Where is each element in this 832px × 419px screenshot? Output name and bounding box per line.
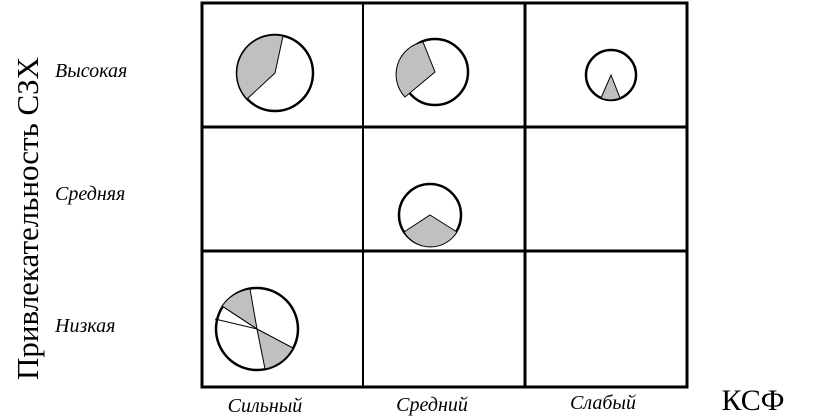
grid-frame	[200, 1, 689, 389]
bubble-sector-lower	[256, 328, 294, 370]
bubble-sector	[600, 73, 621, 101]
col-label-medium: Средний	[396, 394, 468, 416]
bubble-strong-low	[214, 286, 300, 372]
bubble-medium-high	[395, 37, 470, 107]
x-axis-title: КСФ	[722, 384, 785, 417]
col-label-strong: Сильный	[228, 395, 303, 417]
bubble-sector	[395, 41, 436, 98]
col-label-weak: Слабый	[570, 392, 636, 414]
matrix-grid	[200, 1, 689, 389]
bubble-strong-high	[235, 33, 315, 113]
y-axis-title: Привлекательность СЗХ	[10, 57, 45, 380]
bubble-medium-medium	[397, 182, 463, 248]
row-label-high: Высокая	[55, 60, 127, 82]
row-label-medium: Средняя	[55, 183, 125, 205]
bubble-divider	[214, 318, 258, 330]
bubble-sector	[236, 34, 284, 100]
bubble-sector	[403, 214, 458, 248]
row-label-low: Низкая	[54, 315, 115, 337]
bubble-weak-high	[584, 48, 638, 102]
